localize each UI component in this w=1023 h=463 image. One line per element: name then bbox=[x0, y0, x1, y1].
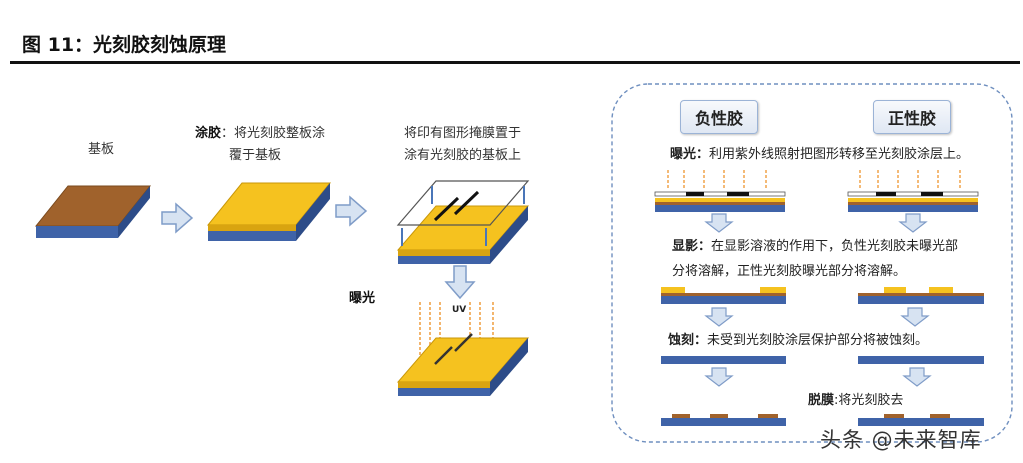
flow-arrow-down-1 bbox=[444, 265, 476, 300]
coated-substrate-block bbox=[206, 182, 332, 241]
strip-text: :将光刻胶去 bbox=[834, 393, 904, 408]
flow-arrow-2 bbox=[335, 195, 368, 227]
negative-strip-diagram bbox=[661, 414, 786, 426]
exposure-bold: 曝光： bbox=[670, 147, 710, 162]
mask-label-line2: 涂有光刻胶的基板上 bbox=[404, 148, 522, 163]
positive-develop-diagram bbox=[858, 287, 984, 304]
exposure-text: 利用紫外线照射把图形转移至光刻胶涂层上。 bbox=[709, 147, 970, 162]
watermark: 头条 @未来智库 bbox=[820, 428, 982, 452]
mask-label-line1: 将印有图形掩膜置于 bbox=[404, 126, 522, 141]
right-panel-frame bbox=[611, 83, 1013, 443]
coating-label-line2: 覆于基板 bbox=[229, 148, 282, 163]
etch-bold: 蚀刻： bbox=[668, 333, 708, 348]
coating-label-rest: ：将光刻胶整板涂 bbox=[221, 126, 326, 141]
strip-description: 脱膜:将光刻胶去 bbox=[808, 388, 903, 413]
negative-exposure-diagram bbox=[654, 170, 786, 212]
positive-resist-header: 正性胶 bbox=[873, 100, 951, 134]
strip-bold: 脱膜 bbox=[808, 393, 835, 408]
exposure-label: 曝光 bbox=[349, 291, 376, 306]
masked-substrate-block bbox=[396, 180, 530, 264]
flow-arrow-1 bbox=[161, 202, 194, 234]
substrate-block bbox=[34, 185, 152, 238]
coating-label: 涂胶：将光刻胶整板涂 bbox=[195, 123, 325, 145]
substrate-label: 基板 bbox=[88, 142, 115, 157]
negative-resist-header: 负性胶 bbox=[680, 100, 758, 134]
uv-label: UV bbox=[452, 305, 466, 315]
figure-title: 图 11：光刻胶刻蚀原理 bbox=[22, 34, 227, 56]
develop-description-line1: 显影：在显影溶液的作用下，负性光刻胶未曝光部 bbox=[672, 234, 958, 259]
etch-text: 未受到光刻胶涂层保护部分将被蚀刻。 bbox=[707, 333, 929, 348]
etch-description: 蚀刻：未受到光刻胶涂层保护部分将被蚀刻。 bbox=[668, 328, 928, 353]
develop-bold: 显影： bbox=[672, 239, 712, 254]
down-arrows-row3 bbox=[704, 367, 932, 387]
positive-etch-diagram bbox=[858, 356, 984, 364]
uv-exposure: UV bbox=[396, 302, 530, 396]
negative-etch-diagram bbox=[661, 356, 786, 364]
develop-text-line2: 分将溶解，正性光刻胶曝光部分将溶解。 bbox=[672, 264, 907, 279]
positive-strip-diagram bbox=[858, 414, 984, 426]
develop-text-line1: 在显影溶液的作用下，负性光刻胶未曝光部 bbox=[711, 239, 959, 254]
exposure-description: 曝光：利用紫外线照射把图形转移至光刻胶涂层上。 bbox=[670, 142, 969, 167]
down-arrows-row2 bbox=[704, 307, 930, 327]
positive-exposure-diagram bbox=[847, 170, 979, 212]
coating-label-bold: 涂胶 bbox=[195, 126, 222, 141]
title-rule bbox=[10, 61, 1020, 64]
down-arrows-row1 bbox=[704, 213, 928, 233]
negative-develop-diagram bbox=[661, 287, 786, 304]
